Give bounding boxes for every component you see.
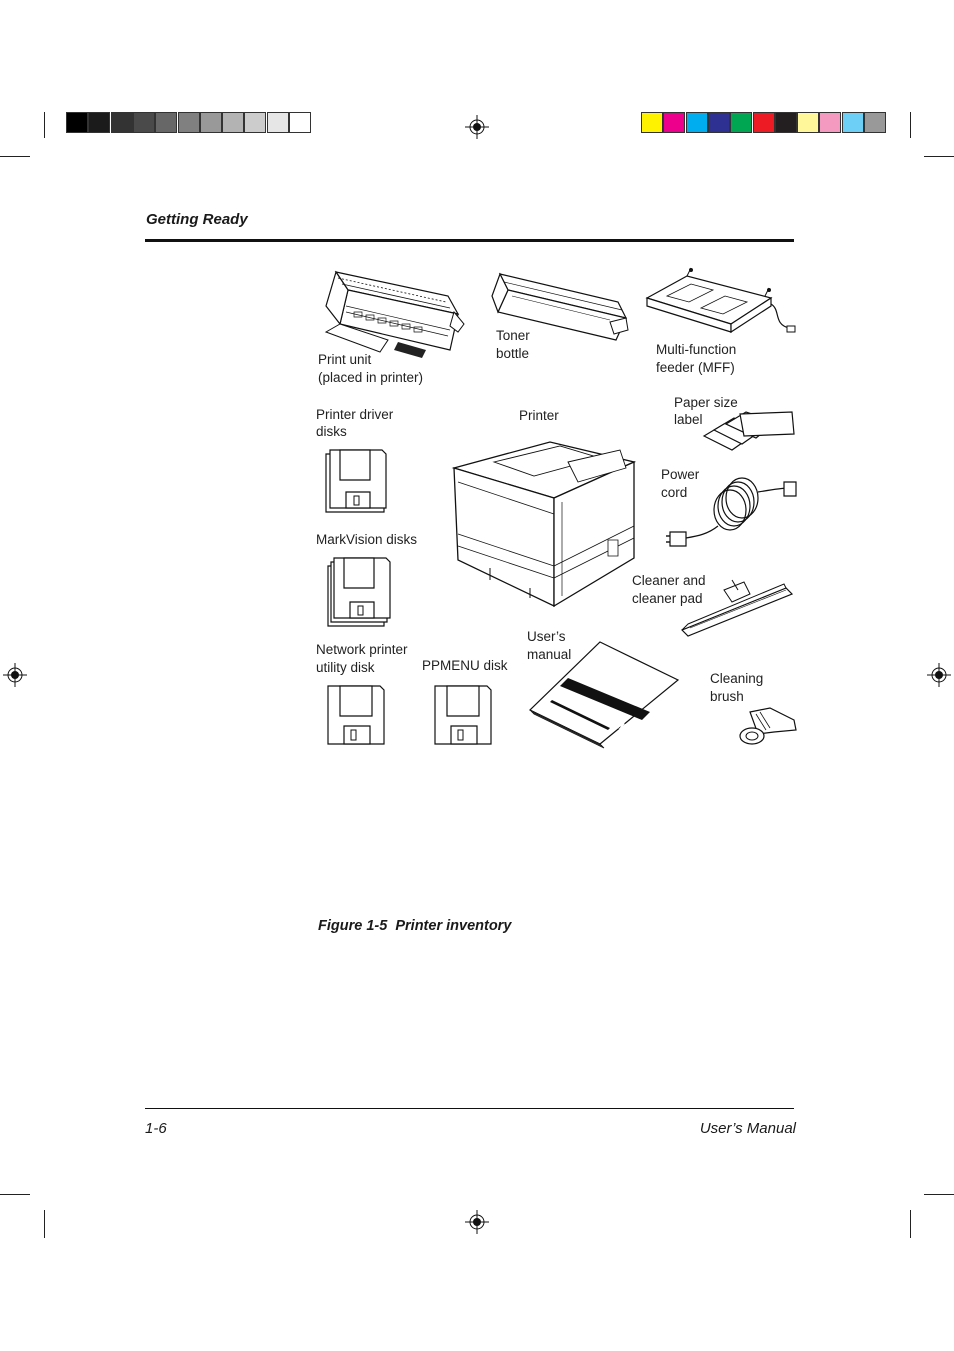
- calibration-swatch: [864, 112, 886, 133]
- ppmenu-disk-label: PPMENU disk: [422, 658, 508, 673]
- calibration-swatch: [244, 112, 267, 133]
- paper-size-label-illustration: [700, 410, 800, 454]
- calibration-swatch: [685, 112, 708, 133]
- calibration-swatch: [110, 112, 133, 133]
- registration-target-icon: [927, 663, 951, 687]
- crop-mark: [44, 112, 45, 138]
- footer-rule: [145, 1108, 794, 1109]
- crop-mark: [924, 156, 954, 157]
- calibration-swatch: [774, 112, 797, 133]
- calibration-swatch: [752, 112, 775, 133]
- users-manual-label-line2: manual: [527, 647, 572, 662]
- network-disk-label-line2: utility disk: [316, 660, 375, 675]
- calibration-swatch: [819, 112, 842, 133]
- page-number: 1-6: [145, 1120, 167, 1137]
- calibration-swatch: [289, 112, 311, 133]
- cleaning-brush-label-line1: Cleaning: [710, 671, 764, 686]
- mff-label-line2: feeder (MFF): [656, 360, 735, 375]
- calibration-swatch: [222, 112, 245, 133]
- markvision-disks-illustration: [326, 556, 392, 628]
- toner-bottle-illustration: [490, 268, 630, 344]
- toner-bottle-label-line2: bottle: [496, 346, 530, 361]
- print-unit-label-line1: Print unit: [318, 352, 372, 367]
- cleaner-pad-illustration: [680, 574, 796, 640]
- crop-mark: [924, 1194, 954, 1195]
- network-disk-label-line1: Network printer: [316, 642, 408, 657]
- crop-mark: [0, 156, 30, 157]
- network-utility-disk-illustration: [326, 684, 386, 746]
- mff-label-line1: Multi-function: [656, 342, 737, 357]
- users-manual-illustration: [528, 640, 680, 748]
- crop-mark: [910, 112, 911, 138]
- calibration-swatch: [66, 112, 88, 133]
- calibration-swatch: [663, 112, 686, 133]
- calibration-swatch: [841, 112, 864, 133]
- cleaner-pad-label-line1: Cleaner and: [632, 573, 706, 588]
- registration-target-icon: [465, 115, 489, 139]
- toner-bottle-label-line1: Toner: [496, 328, 530, 343]
- calibration-swatch: [177, 112, 200, 133]
- paper-size-label-line2: label: [674, 412, 703, 427]
- crop-mark: [44, 1210, 45, 1238]
- registration-target-icon: [3, 663, 27, 687]
- printer-illustration: [450, 438, 638, 608]
- calibration-swatch: [730, 112, 753, 133]
- calibration-swatch: [155, 112, 178, 133]
- paper-size-label-line1: Paper size: [674, 395, 738, 410]
- cleaner-pad-label-line2: cleaner pad: [632, 591, 703, 606]
- calibration-swatch: [132, 112, 155, 133]
- printer-driver-disks-label-line1: Printer driver: [316, 407, 394, 422]
- printer-driver-disks-label-line2: disks: [316, 424, 347, 439]
- calibration-swatch: [707, 112, 730, 133]
- header-rule: [145, 239, 794, 242]
- section-header: Getting Ready: [146, 211, 248, 228]
- markvision-disks-label: MarkVision disks: [316, 532, 418, 547]
- calibration-swatch: [199, 112, 222, 133]
- ppmenu-disk-illustration: [433, 684, 493, 746]
- figure-caption: Figure 1-5 Printer inventory: [318, 918, 512, 934]
- crop-mark: [0, 1194, 30, 1195]
- crop-mark: [910, 1210, 911, 1238]
- cleaning-brush-label-line2: brush: [710, 689, 744, 704]
- calibration-swatch: [641, 112, 663, 133]
- mff-illustration: [643, 268, 798, 338]
- cleaning-brush-illustration: [736, 702, 798, 746]
- users-manual-label-line1: User’s: [527, 629, 566, 644]
- print-unit-illustration: [318, 266, 466, 358]
- calibration-swatch: [797, 112, 820, 133]
- calibration-swatch: [266, 112, 289, 133]
- power-cord-label-line2: cord: [661, 485, 688, 500]
- printer-label: Printer: [519, 408, 559, 423]
- print-unit-label-line2: (placed in printer): [318, 370, 424, 385]
- calibration-swatch: [88, 112, 111, 133]
- power-cord-label-line1: Power: [661, 467, 700, 482]
- power-cord-illustration: [664, 470, 800, 560]
- manual-title: User’s Manual: [699, 1120, 796, 1137]
- printer-driver-disks-illustration: [324, 448, 388, 514]
- registration-target-icon: [465, 1210, 489, 1234]
